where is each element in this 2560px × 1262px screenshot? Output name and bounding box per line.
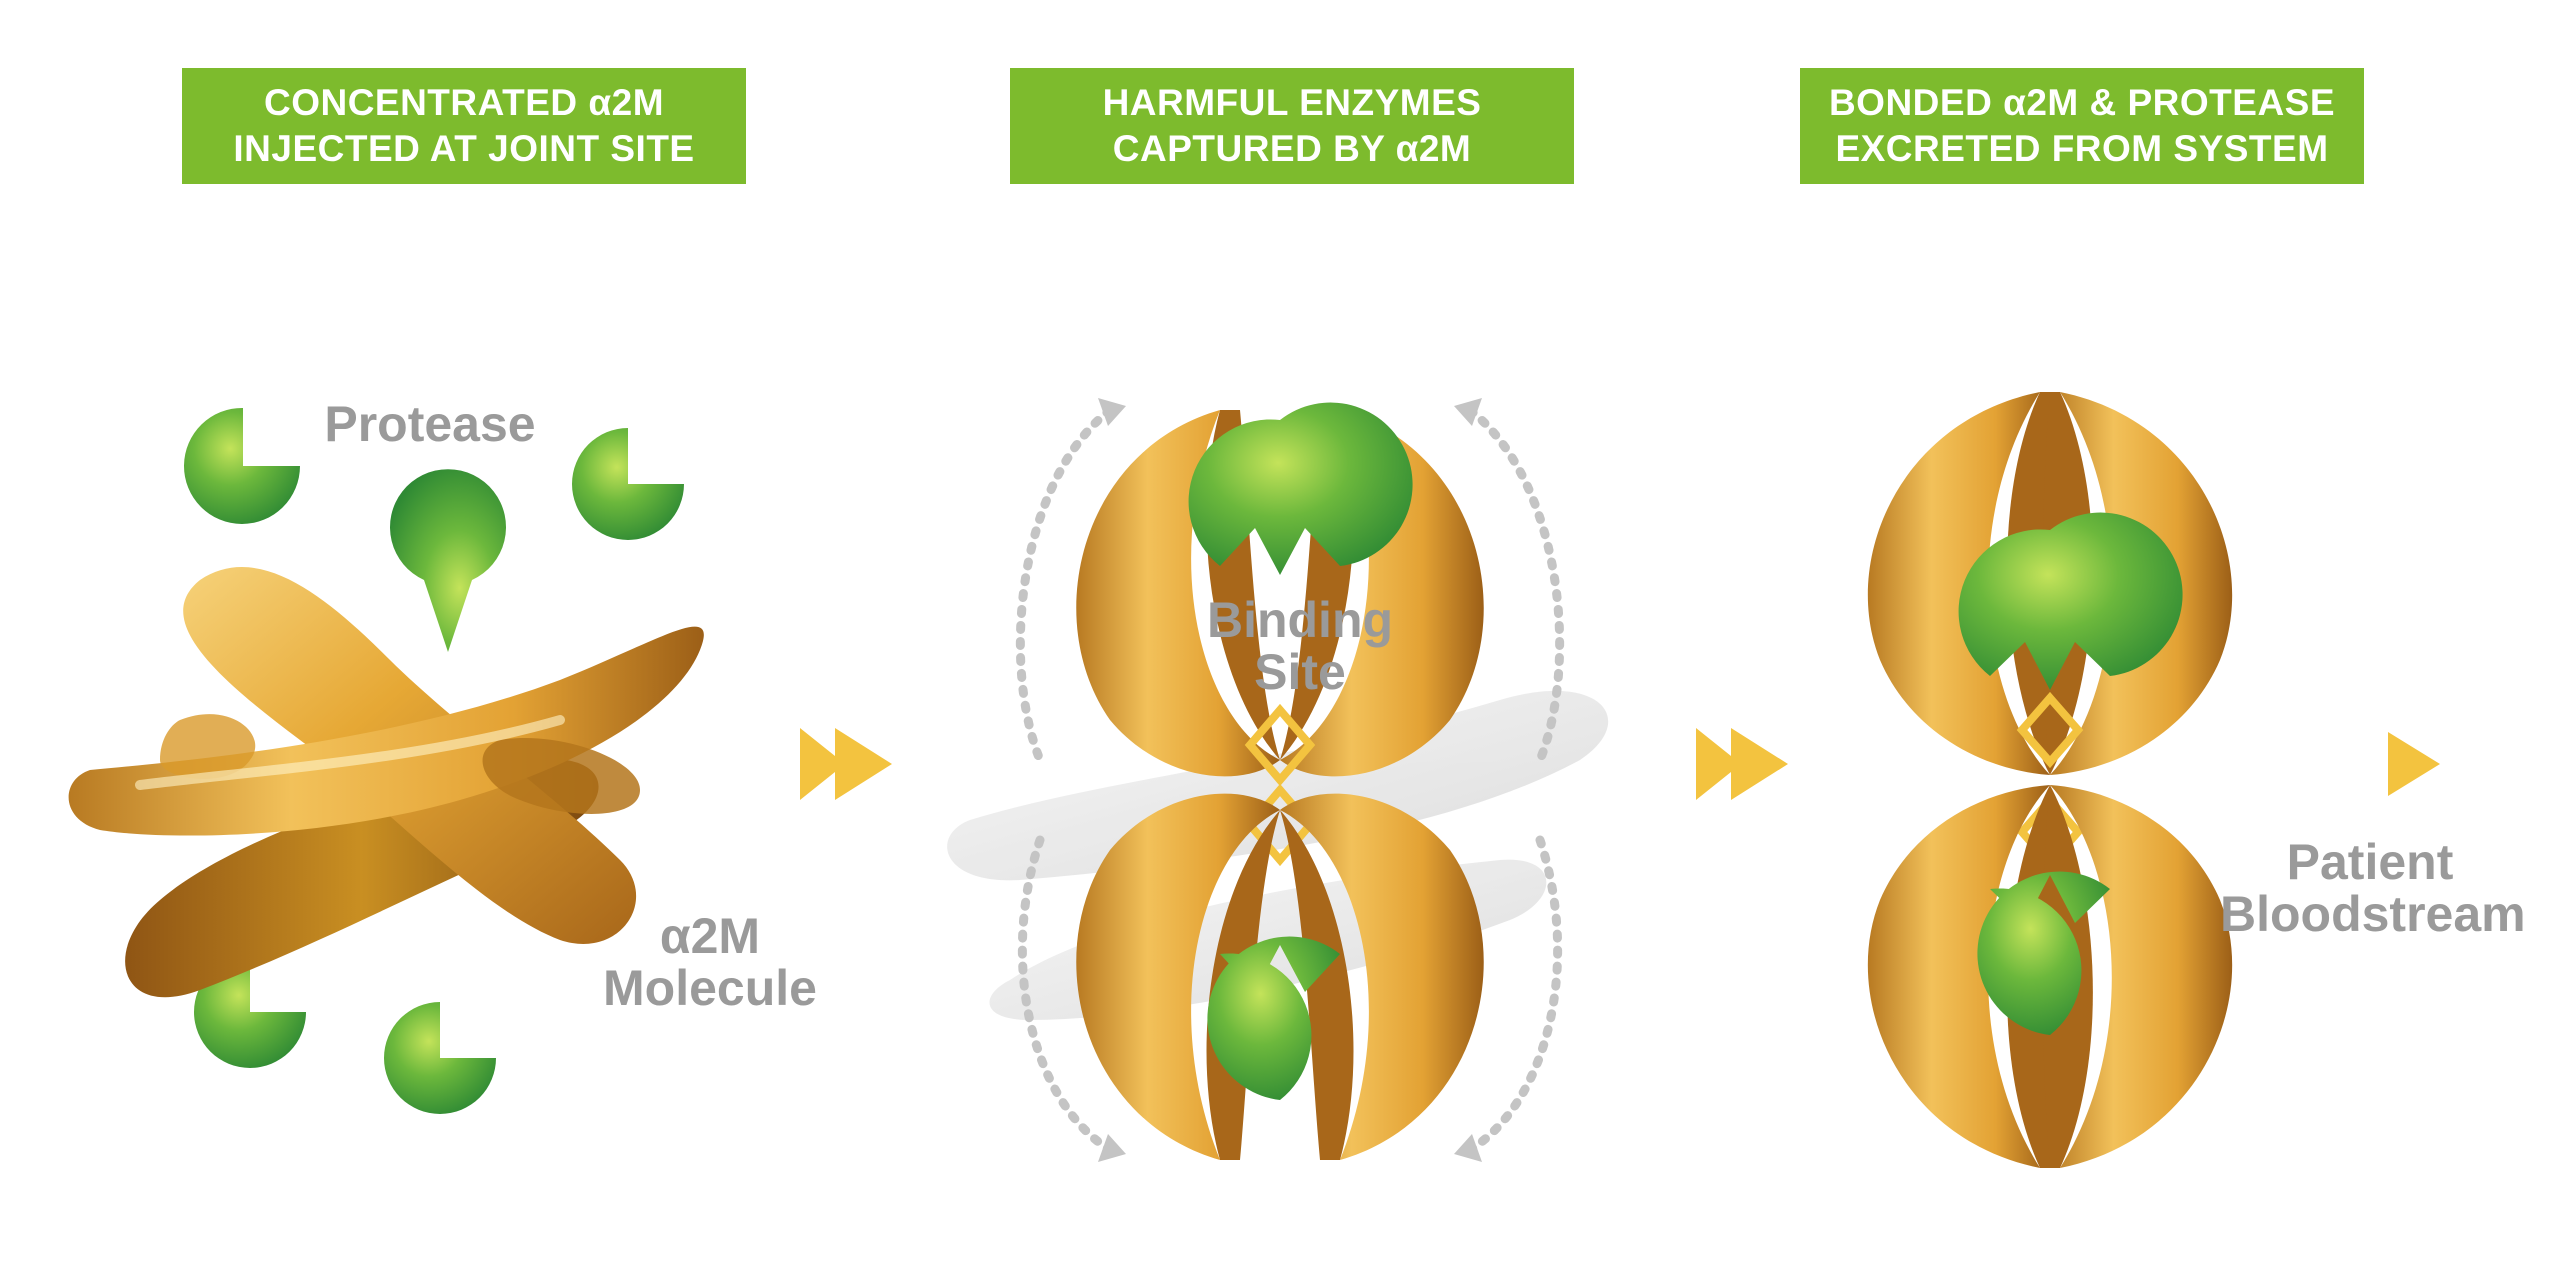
alpha2m-molecule-label: α2M Molecule bbox=[603, 908, 817, 1016]
protease-icon bbox=[184, 407, 300, 524]
protease-label: Protease bbox=[324, 396, 536, 452]
alpha2m-molecule-icon bbox=[68, 567, 704, 998]
step-2-banner: HARMFUL ENZYMES CAPTURED BY α2M bbox=[1010, 68, 1574, 184]
binding-site-label: Binding Site bbox=[1206, 592, 1394, 700]
patient-bloodstream-label: Patient Bloodstream bbox=[2220, 834, 2526, 942]
step-1-title: CONCENTRATED α2M INJECTED AT JOINT SITE bbox=[233, 82, 695, 169]
dotted-arrow-head-icon bbox=[1098, 398, 1482, 1162]
dotted-rotation-arrow-icon bbox=[1015, 405, 1565, 1155]
protease-icon bbox=[389, 469, 507, 652]
protease-icon bbox=[384, 1002, 496, 1114]
step-2-title: HARMFUL ENZYMES CAPTURED BY α2M bbox=[1102, 82, 1482, 169]
step-3-title: BONDED α2M & PROTEASE EXCRETED FROM SYST… bbox=[1828, 82, 2336, 169]
protease-icon bbox=[1977, 871, 2110, 1035]
protease-icon bbox=[1188, 402, 1413, 575]
double-chevron-arrow-icon bbox=[800, 728, 892, 800]
bloodstream-arrow-icon bbox=[2205, 732, 2440, 796]
alpha2m-sphere-bottom-open bbox=[1076, 793, 1484, 1160]
protease-icon bbox=[194, 956, 306, 1068]
step-1-banner: CONCENTRATED α2M INJECTED AT JOINT SITE bbox=[182, 68, 746, 184]
double-chevron-arrow-icon bbox=[1696, 728, 1788, 800]
step-3-banner: BONDED α2M & PROTEASE EXCRETED FROM SYST… bbox=[1800, 68, 2364, 184]
protease-icon bbox=[572, 428, 684, 540]
protease-icon bbox=[1207, 936, 1340, 1100]
protease-icon bbox=[1958, 512, 2183, 690]
